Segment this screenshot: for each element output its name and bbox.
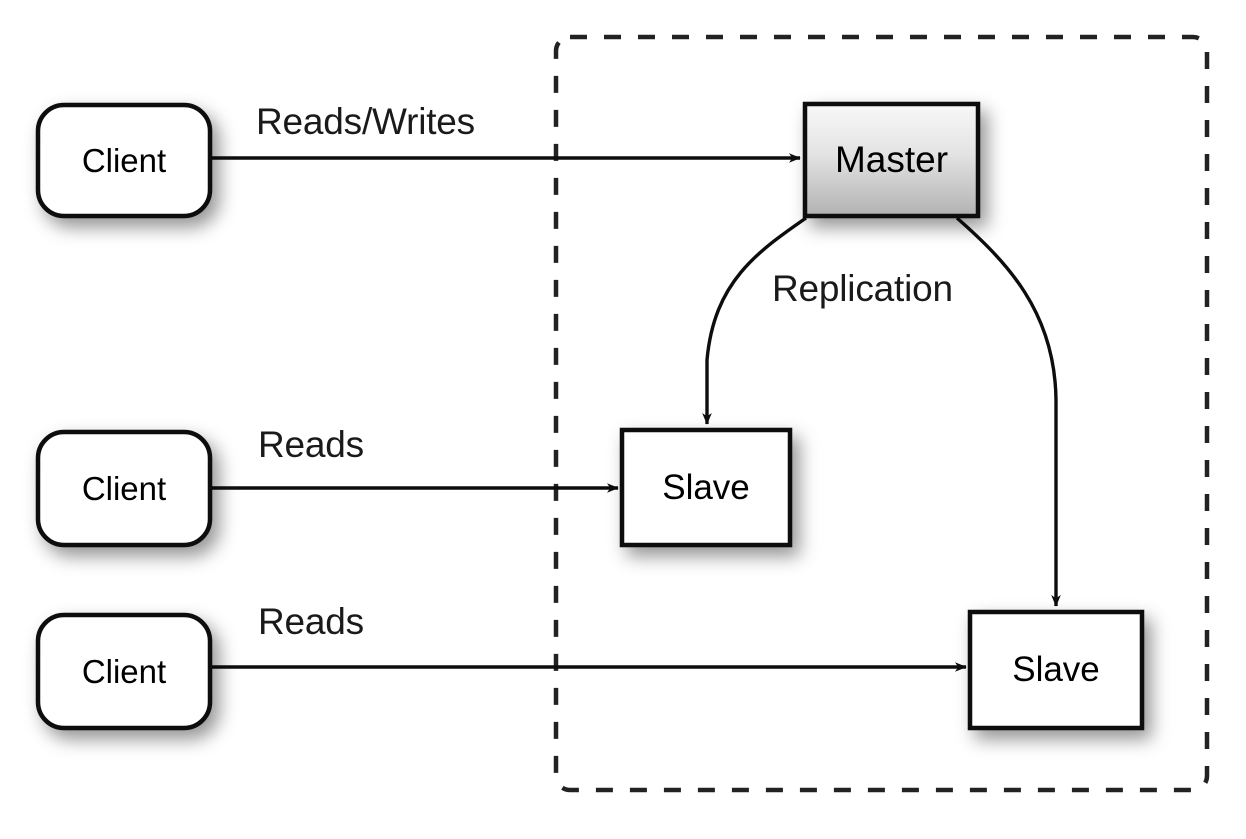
- cluster-boundary: [553, 34, 1210, 793]
- node-master[interactable]: [802, 101, 981, 219]
- connector-master-slave2: [955, 216, 1061, 607]
- node-slave-1[interactable]: [619, 427, 793, 548]
- node-client-2[interactable]: [35, 429, 213, 548]
- edge-label-reads-slave1: Reads: [258, 424, 364, 465]
- edge-label-replication: Replication: [772, 268, 953, 309]
- edge-label-reads-slave2: Reads: [258, 601, 364, 642]
- node-client-1[interactable]: [35, 102, 213, 219]
- edge-label-reads-writes: Reads/Writes: [256, 101, 475, 142]
- node-slave-2[interactable]: [967, 609, 1145, 731]
- connector-master-slave1: [702, 216, 807, 425]
- node-client-3[interactable]: [35, 612, 213, 731]
- connectors: [210, 153, 1061, 672]
